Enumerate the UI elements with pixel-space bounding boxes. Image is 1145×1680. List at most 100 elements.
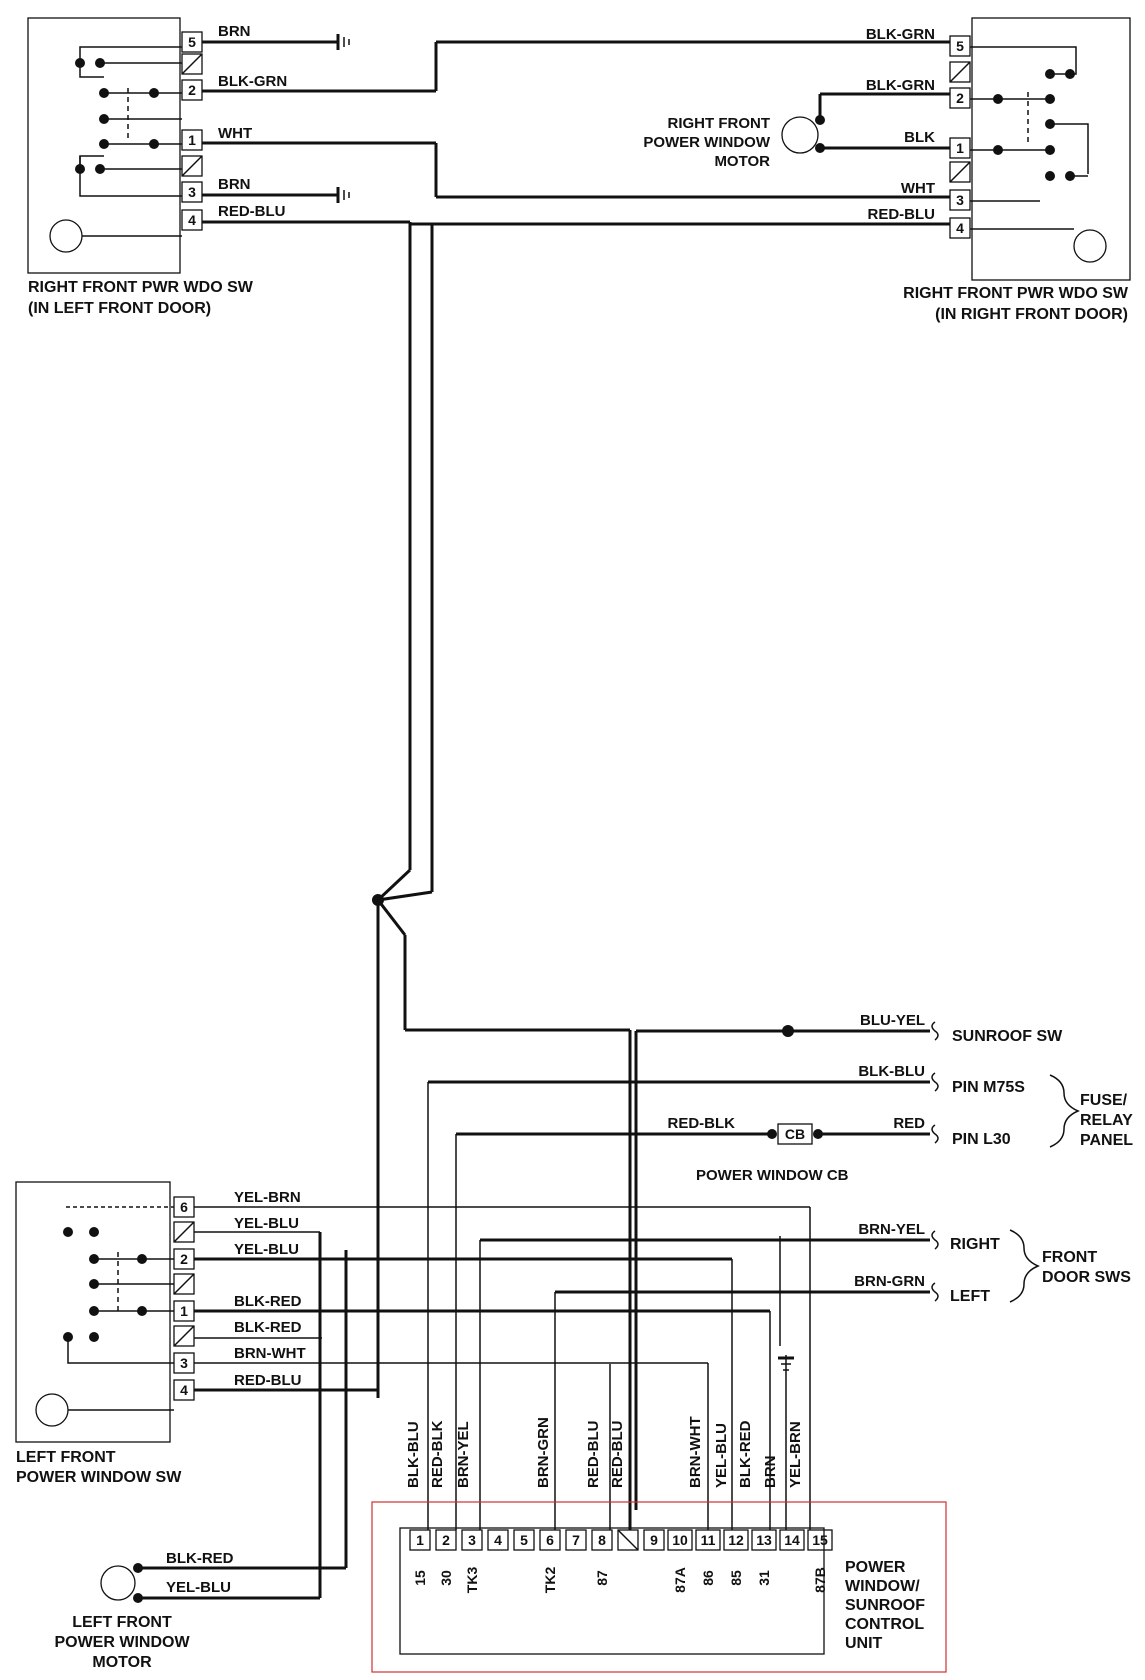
wire-label: BRN-GRN [854, 1273, 925, 1290]
pin-label: 5 [956, 38, 964, 54]
wire-label: YEL-BLU [234, 1241, 299, 1258]
pin-label: 15 [812, 1532, 828, 1548]
sunroof-switch-feed: BLU-YEL SUNROOF SW [634, 1012, 1063, 1510]
pin-label: 4 [188, 212, 196, 228]
caption: (IN RIGHT FRONT DOOR) [935, 306, 1128, 323]
wire-label: RED-BLU [868, 206, 936, 223]
ground-symbol [778, 1355, 794, 1530]
rf-window-motor: RIGHT FRONT POWER WINDOW MOTOR [643, 115, 825, 170]
motor-label: POWER WINDOW [54, 1634, 190, 1651]
wire-label: RED-BLU [218, 203, 286, 220]
wire-label: BRN-GRN [535, 1417, 552, 1488]
caption: RIGHT FRONT PWR WDO SW [28, 279, 254, 296]
motor-label: POWER WINDOW [643, 134, 770, 151]
wire-label: BLK-RED [234, 1293, 302, 1310]
wire-label: YEL-BRN [787, 1421, 804, 1488]
caption: RIGHT FRONT PWR WDO SW [903, 285, 1129, 302]
wire-label: BRN-YEL [455, 1421, 472, 1488]
switch-contacts [35, 1206, 174, 1427]
wire-label: BLU-YEL [860, 1012, 925, 1029]
wire-label: BLK-GRN [866, 26, 935, 43]
wire-label: RED [893, 1115, 925, 1132]
cb-label: CB [785, 1126, 805, 1142]
caption: (IN LEFT FRONT DOOR) [28, 300, 211, 317]
rf-switch-right-door: 5 2 1 3 4 BLK-GRN BLK-GRN BLK WH [410, 17, 1131, 323]
wire-label: BLK-RED [234, 1319, 302, 1336]
sunroof-label: SUNROOF SW [952, 1028, 1063, 1045]
terminal-label: 87A [672, 1567, 688, 1593]
panel-caption: PANEL [1080, 1132, 1133, 1149]
motor-label: MOTOR [92, 1654, 152, 1671]
terminal-label: 87B [812, 1567, 828, 1593]
pin-label: 4 [956, 220, 964, 236]
wire-label: RED-BLK [668, 1115, 736, 1132]
lf-window-motor: BLK-RED YEL-BLU LEFT FRONT POWER WINDOW … [54, 1550, 346, 1671]
wire-label: YEL-BLU [234, 1215, 299, 1232]
rf-switch-left-door: 5 2 1 3 4 [27, 17, 438, 317]
terminal-label: 31 [756, 1570, 772, 1586]
pin-label: 2 [442, 1532, 450, 1548]
pin-label: 2 [188, 82, 196, 98]
pin-label: 13 [756, 1532, 772, 1548]
panel-caption: FUSE/ [1080, 1092, 1128, 1109]
vertical-wire-labels: BLK-BLU RED-BLK BRN-YEL BRN-GRN RED-BLU … [405, 1416, 804, 1488]
highlight-frame [371, 1501, 947, 1673]
wire-label: BLK-RED [737, 1420, 754, 1488]
pin-label: 12 [728, 1532, 744, 1548]
caption: POWER WINDOW SW [16, 1469, 182, 1486]
wire-label: BRN [762, 1456, 779, 1489]
connector-block [949, 35, 971, 239]
pin-label: 3 [956, 192, 964, 208]
wire-label: BLK-GRN [866, 77, 935, 94]
wire-label: RED-BLU [609, 1421, 626, 1489]
lf-window-switch: 6 2 1 3 4 YEL-BRN [15, 1181, 811, 1598]
pin-label: 1 [416, 1532, 424, 1548]
wire-label: BRN [218, 176, 251, 193]
terminal-label: 85 [728, 1570, 744, 1586]
wire-label: RED-BLU [234, 1372, 302, 1389]
terminal-label: TK3 [464, 1567, 480, 1594]
door-sws-caption: FRONT [1042, 1249, 1097, 1266]
pin-label: 14 [784, 1532, 800, 1548]
pin-label: 7 [572, 1532, 580, 1548]
unit-caption: UNIT [845, 1635, 883, 1652]
main-harness-trunk [372, 222, 632, 1530]
pin-name: PIN M75S [952, 1079, 1025, 1096]
pin-label: 3 [180, 1355, 188, 1371]
unit-caption: SUNROOF [845, 1597, 925, 1614]
wire-label: BRN-YEL [858, 1221, 925, 1238]
wire-label: BLK-BLU [405, 1421, 422, 1488]
wire-label: BLK-BLU [858, 1063, 925, 1080]
caption: LEFT FRONT [16, 1449, 116, 1466]
panel-caption: RELAY [1080, 1112, 1133, 1129]
pin-label: 2 [180, 1251, 188, 1267]
pin-label: 5 [520, 1532, 528, 1548]
wire-label: BLK-GRN [218, 73, 287, 90]
switch-contacts [970, 46, 1107, 263]
door-switch-label: RIGHT [950, 1236, 1000, 1253]
terminal-label: TK2 [542, 1567, 558, 1594]
wire-label: BRN-WHT [687, 1416, 704, 1488]
ground-symbol [336, 34, 350, 50]
wire-label: BLK [904, 129, 935, 146]
connector-block [181, 31, 203, 231]
terminal-label: 86 [700, 1570, 716, 1586]
pin-row [409, 1529, 833, 1551]
pin-label: 1 [956, 140, 964, 156]
pin-label: 11 [701, 1532, 716, 1548]
fuse-relay-panel: BLK-BLU PIN M75S CB RED-BLK RED PIN L30 … [427, 1063, 1133, 1530]
wire-label: BRN-WHT [234, 1345, 306, 1362]
circuit-breaker: CB [767, 1123, 823, 1145]
wire-label: YEL-BLU [166, 1579, 231, 1596]
wire-label: WHT [901, 180, 935, 197]
motor-label: LEFT FRONT [72, 1614, 172, 1631]
terminal-label: 30 [438, 1570, 454, 1586]
pin-label: 6 [180, 1199, 188, 1215]
pin-label: 2 [956, 90, 964, 106]
pin-label: 3 [188, 184, 196, 200]
control-unit: 1 2 3 4 5 6 7 8 9 10 11 12 13 14 15 15 3… [371, 1501, 947, 1673]
pin-label: 3 [468, 1532, 476, 1548]
pin-label: 4 [180, 1382, 188, 1398]
cb-caption: POWER WINDOW CB [696, 1167, 849, 1184]
